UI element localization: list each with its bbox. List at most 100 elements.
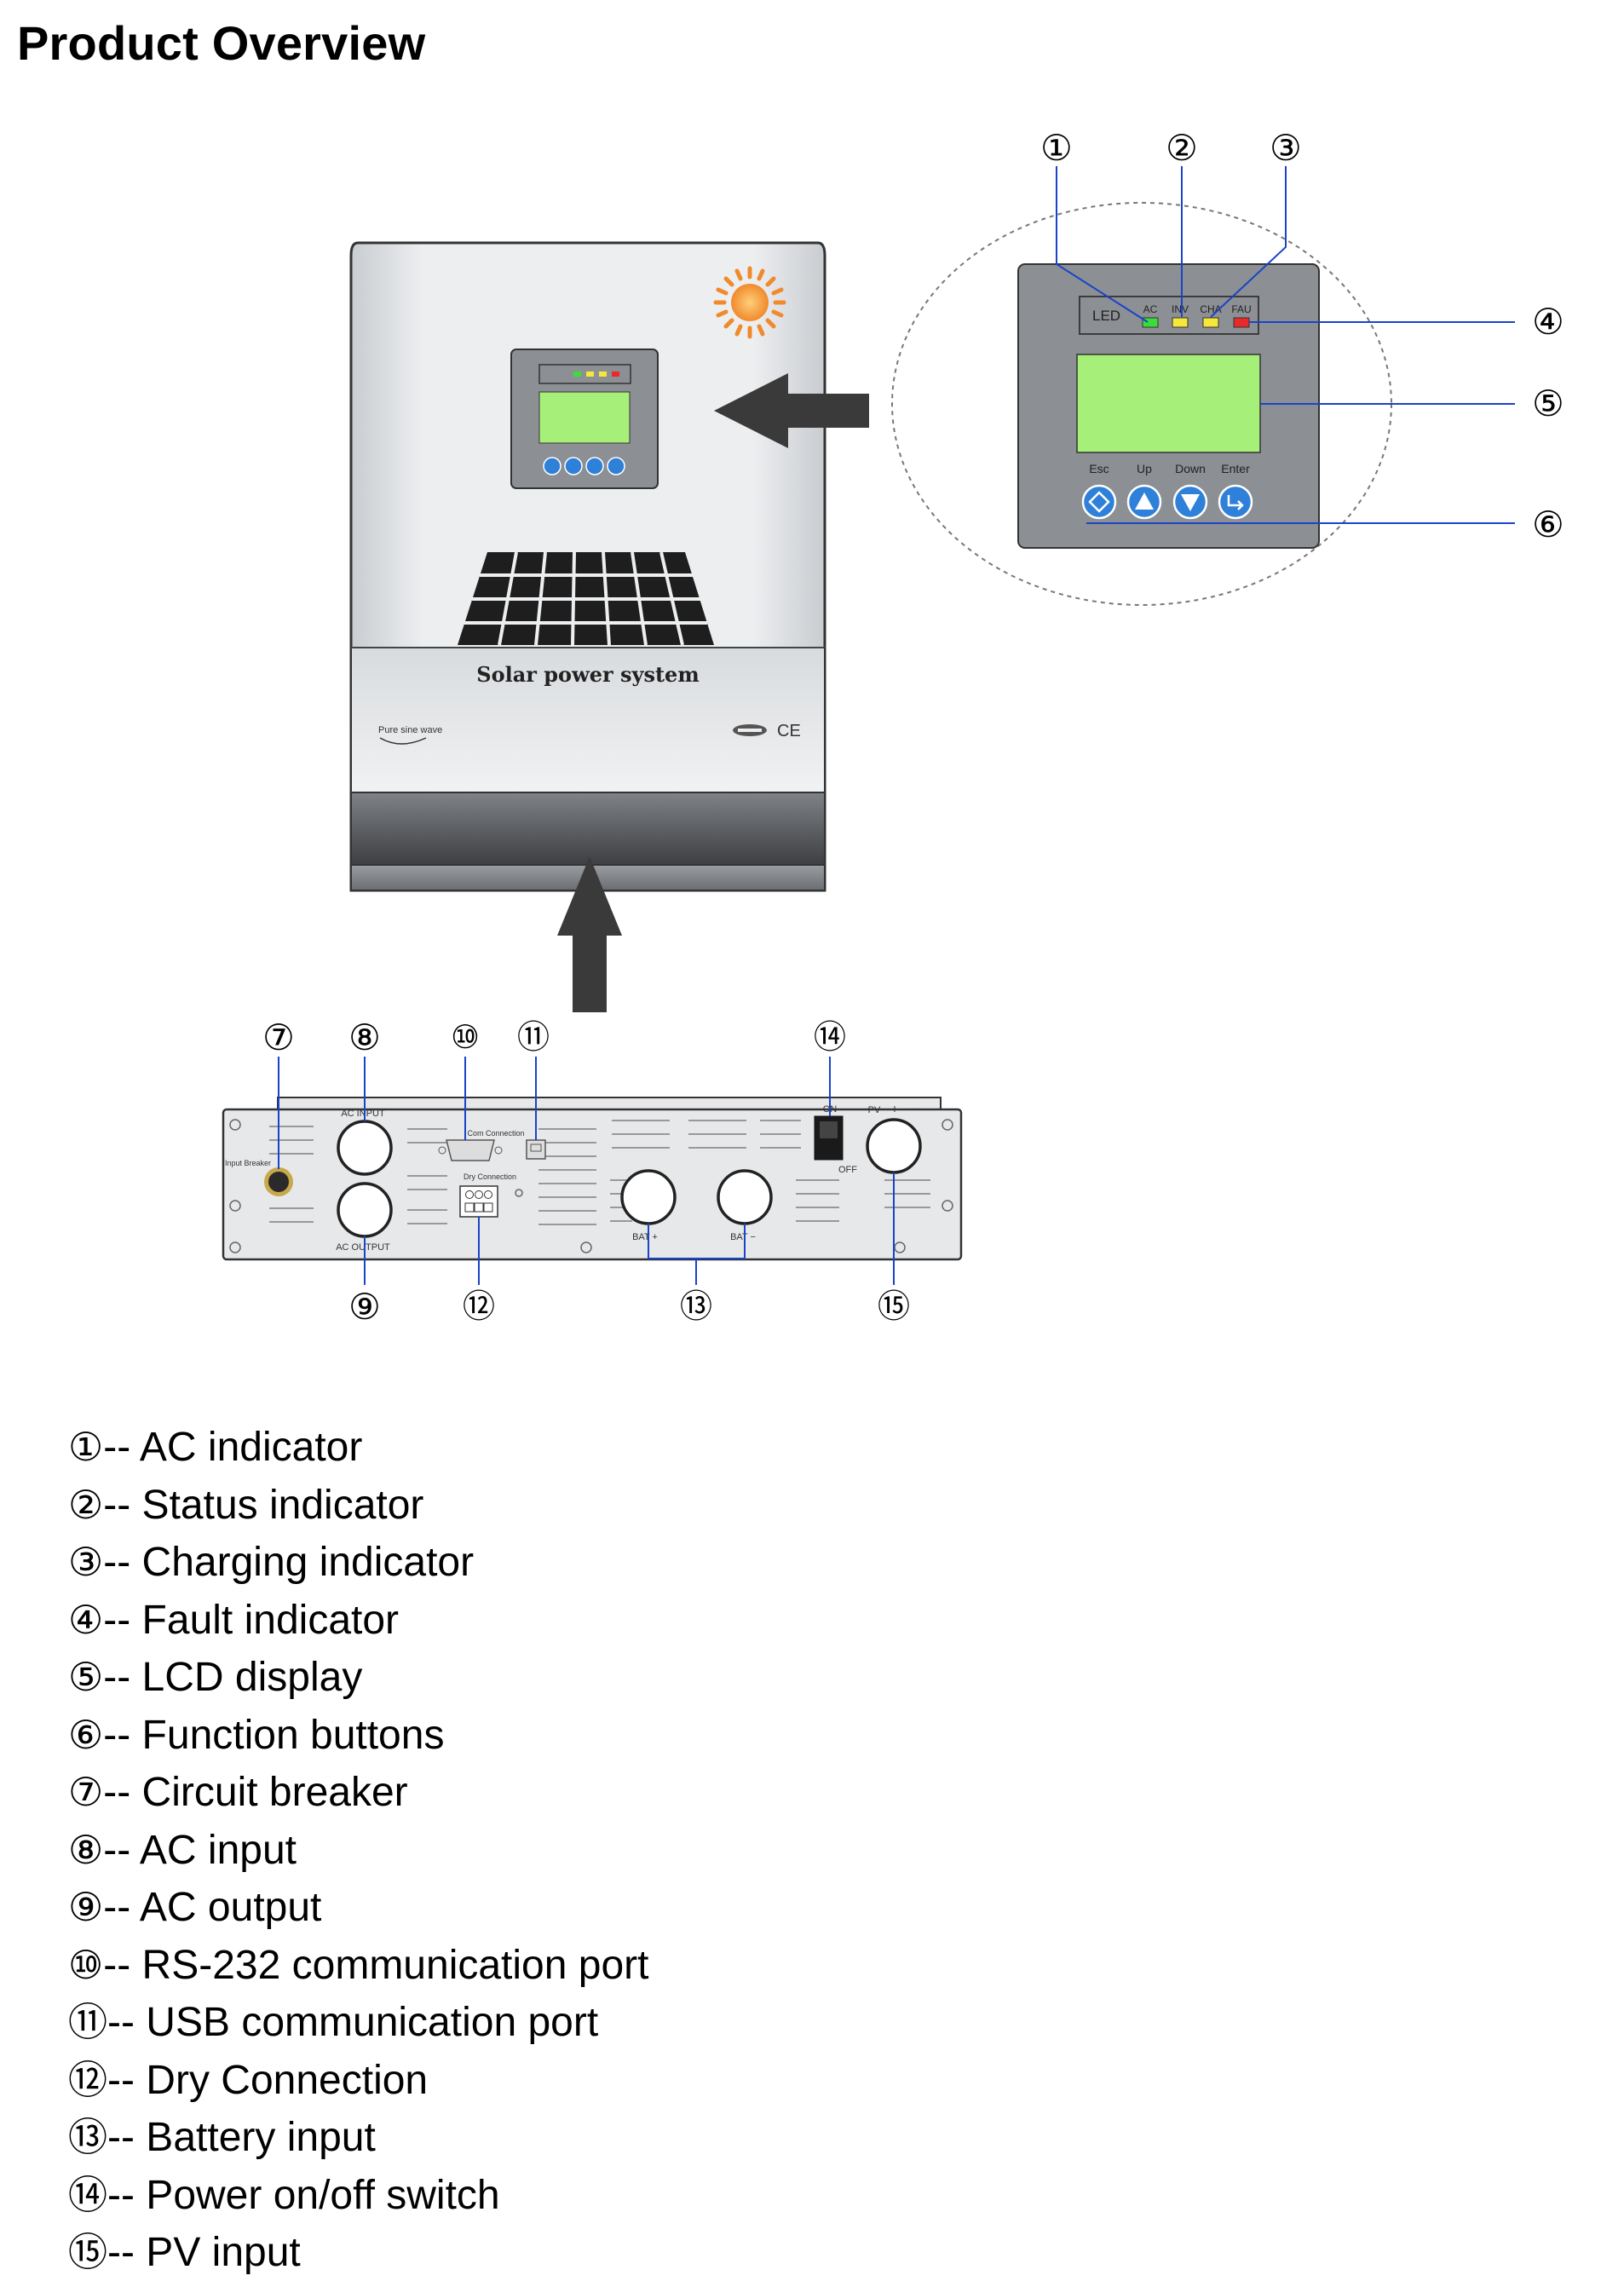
legend-text: -- Battery input (107, 2115, 376, 2160)
switch-off-label: OFF (838, 1165, 857, 1175)
legend-text: -- PV input (107, 2230, 301, 2275)
usb-port[interactable] (526, 1139, 546, 1160)
esc-button[interactable] (1081, 484, 1117, 520)
legend-text: -- Dry Connection (107, 2057, 429, 2103)
legend-text: -- AC indicator (103, 1425, 363, 1470)
btn-label-enter: Enter (1221, 462, 1250, 475)
rs232-port[interactable] (438, 1139, 503, 1161)
enter-arrow-icon (1227, 495, 1244, 510)
power-switch[interactable] (814, 1115, 844, 1161)
legend-item: ①-- AC indicator (68, 1419, 649, 1477)
triangle-down-icon (1181, 494, 1200, 511)
legend-text: -- LCD display (103, 1655, 363, 1700)
vendor-logo-icon (733, 724, 767, 736)
solar-panel-icon (458, 551, 714, 646)
enter-button[interactable] (1218, 484, 1253, 520)
legend-number: ⑦ (68, 1769, 104, 1815)
legend-item: ④-- Fault indicator (68, 1592, 649, 1650)
wave-label: Pure sine wave (378, 725, 442, 735)
legend-number: ⑮ (68, 2229, 107, 2275)
arrow-up-icon (557, 856, 622, 1012)
btn-label-esc: Esc (1089, 462, 1109, 475)
pv-plus-label: + (891, 1102, 898, 1115)
led-label-ac: AC (1143, 303, 1158, 315)
callout-lines-bottom (278, 1057, 895, 1285)
legend-number: ③ (68, 1539, 104, 1585)
cha-led-icon (1202, 317, 1219, 328)
legend-text: -- Status indicator (103, 1482, 424, 1528)
legend-item: ⑬-- Battery input (68, 2109, 649, 2167)
callout-11: ⑪ (517, 1018, 550, 1056)
legend-number: ⑭ (68, 2171, 107, 2218)
legend-item: ⑫-- Dry Connection (68, 2052, 649, 2110)
pv-minus-label: − (911, 1102, 918, 1115)
component-legend: ①-- AC indicator ②-- Status indicator ③-… (68, 1419, 649, 2282)
callout-lines-top (1056, 166, 1515, 524)
legend-text: -- USB communication port (107, 2000, 599, 2045)
triangle-up-icon (1135, 493, 1154, 510)
legend-text: -- AC output (103, 1885, 322, 1930)
legend-text: -- Charging indicator (103, 1540, 475, 1585)
pv-label: PV (868, 1105, 881, 1115)
legend-text: -- Function buttons (103, 1712, 445, 1758)
legend-item: ⑥-- Function buttons (68, 1707, 649, 1765)
legend-item: ⑪-- USB communication port (68, 1994, 649, 2052)
callout-6: ⑥ (1532, 504, 1564, 545)
callout-3: ③ (1270, 127, 1302, 169)
legend-text: -- AC input (103, 1827, 297, 1873)
legend-number: ⑩ (68, 1941, 104, 1988)
legend-number: ⑧ (68, 1826, 104, 1873)
legend-number: ⑥ (68, 1711, 104, 1758)
down-button[interactable] (1172, 484, 1208, 520)
zoomed-display: LED AC INV CHA FAU Esc Up Down Enter (891, 202, 1392, 606)
legend-text: -- Circuit breaker (103, 1770, 408, 1815)
ac-input-port[interactable] (337, 1120, 393, 1176)
lcd-screen (1076, 354, 1261, 453)
callout-2: ② (1166, 127, 1198, 169)
pv-input-port[interactable] (866, 1118, 922, 1174)
legend-number: ④ (68, 1596, 104, 1643)
led-label-inv: INV (1172, 303, 1189, 315)
callout-9: ⑨ (348, 1286, 381, 1328)
callout-14: ⑭ (814, 1018, 846, 1056)
callout-13: ⑬ (680, 1288, 712, 1325)
brand-text: Solar power system (476, 662, 699, 687)
bat-minus-terminal[interactable] (717, 1169, 773, 1225)
page-title: Product Overview (17, 16, 426, 70)
legend-number: ⑤ (68, 1654, 104, 1700)
ac-input-label: AC INPUT (341, 1109, 385, 1119)
legend-text: -- RS-232 communication port (103, 1942, 649, 1988)
callout-7: ⑦ (262, 1017, 295, 1058)
callout-1: ① (1040, 127, 1073, 169)
screw-icons (229, 1119, 953, 1253)
legend-item: ⑩-- RS-232 communication port (68, 1937, 649, 1995)
callout-4: ④ (1532, 301, 1564, 343)
product-diagram: Solar power system Pure sine wave CE LED… (222, 127, 1564, 1328)
bat-minus-label: BAT − (730, 1232, 756, 1242)
ce-mark: CE (777, 722, 801, 740)
unit-display-panel (510, 349, 659, 489)
legend-item: ③-- Charging indicator (68, 1534, 649, 1592)
legend-item: ②-- Status indicator (68, 1477, 649, 1535)
legend-item: ⑭-- Power on/off switch (68, 2167, 649, 2225)
callout-12: ⑫ (463, 1288, 495, 1325)
legend-number: ⑫ (68, 2056, 107, 2103)
sun-icon (713, 266, 786, 339)
inv-led-icon (1172, 317, 1189, 328)
inverter-unit: Solar power system Pure sine wave CE (349, 241, 826, 892)
up-button[interactable] (1126, 484, 1162, 520)
circuit-breaker[interactable] (264, 1167, 293, 1196)
ac-output-port[interactable] (337, 1182, 393, 1238)
ac-led-icon (1142, 317, 1159, 328)
led-label-fau: FAU (1231, 303, 1251, 315)
input-breaker-label: Input Breaker (225, 1159, 271, 1167)
dry-connection-port[interactable] (459, 1185, 498, 1218)
legend-item: ⑨-- AC output (68, 1879, 649, 1937)
bat-plus-terminal[interactable] (620, 1169, 677, 1225)
legend-number: ① (68, 1424, 104, 1470)
bottom-panel: Input Breaker AC INPUT AC OUTPUT Com Con… (222, 1097, 963, 1261)
legend-number: ② (68, 1481, 104, 1528)
legend-item: ⑧-- AC input (68, 1822, 649, 1880)
diamond-icon (1088, 491, 1110, 513)
callout-5: ⑤ (1532, 383, 1564, 424)
